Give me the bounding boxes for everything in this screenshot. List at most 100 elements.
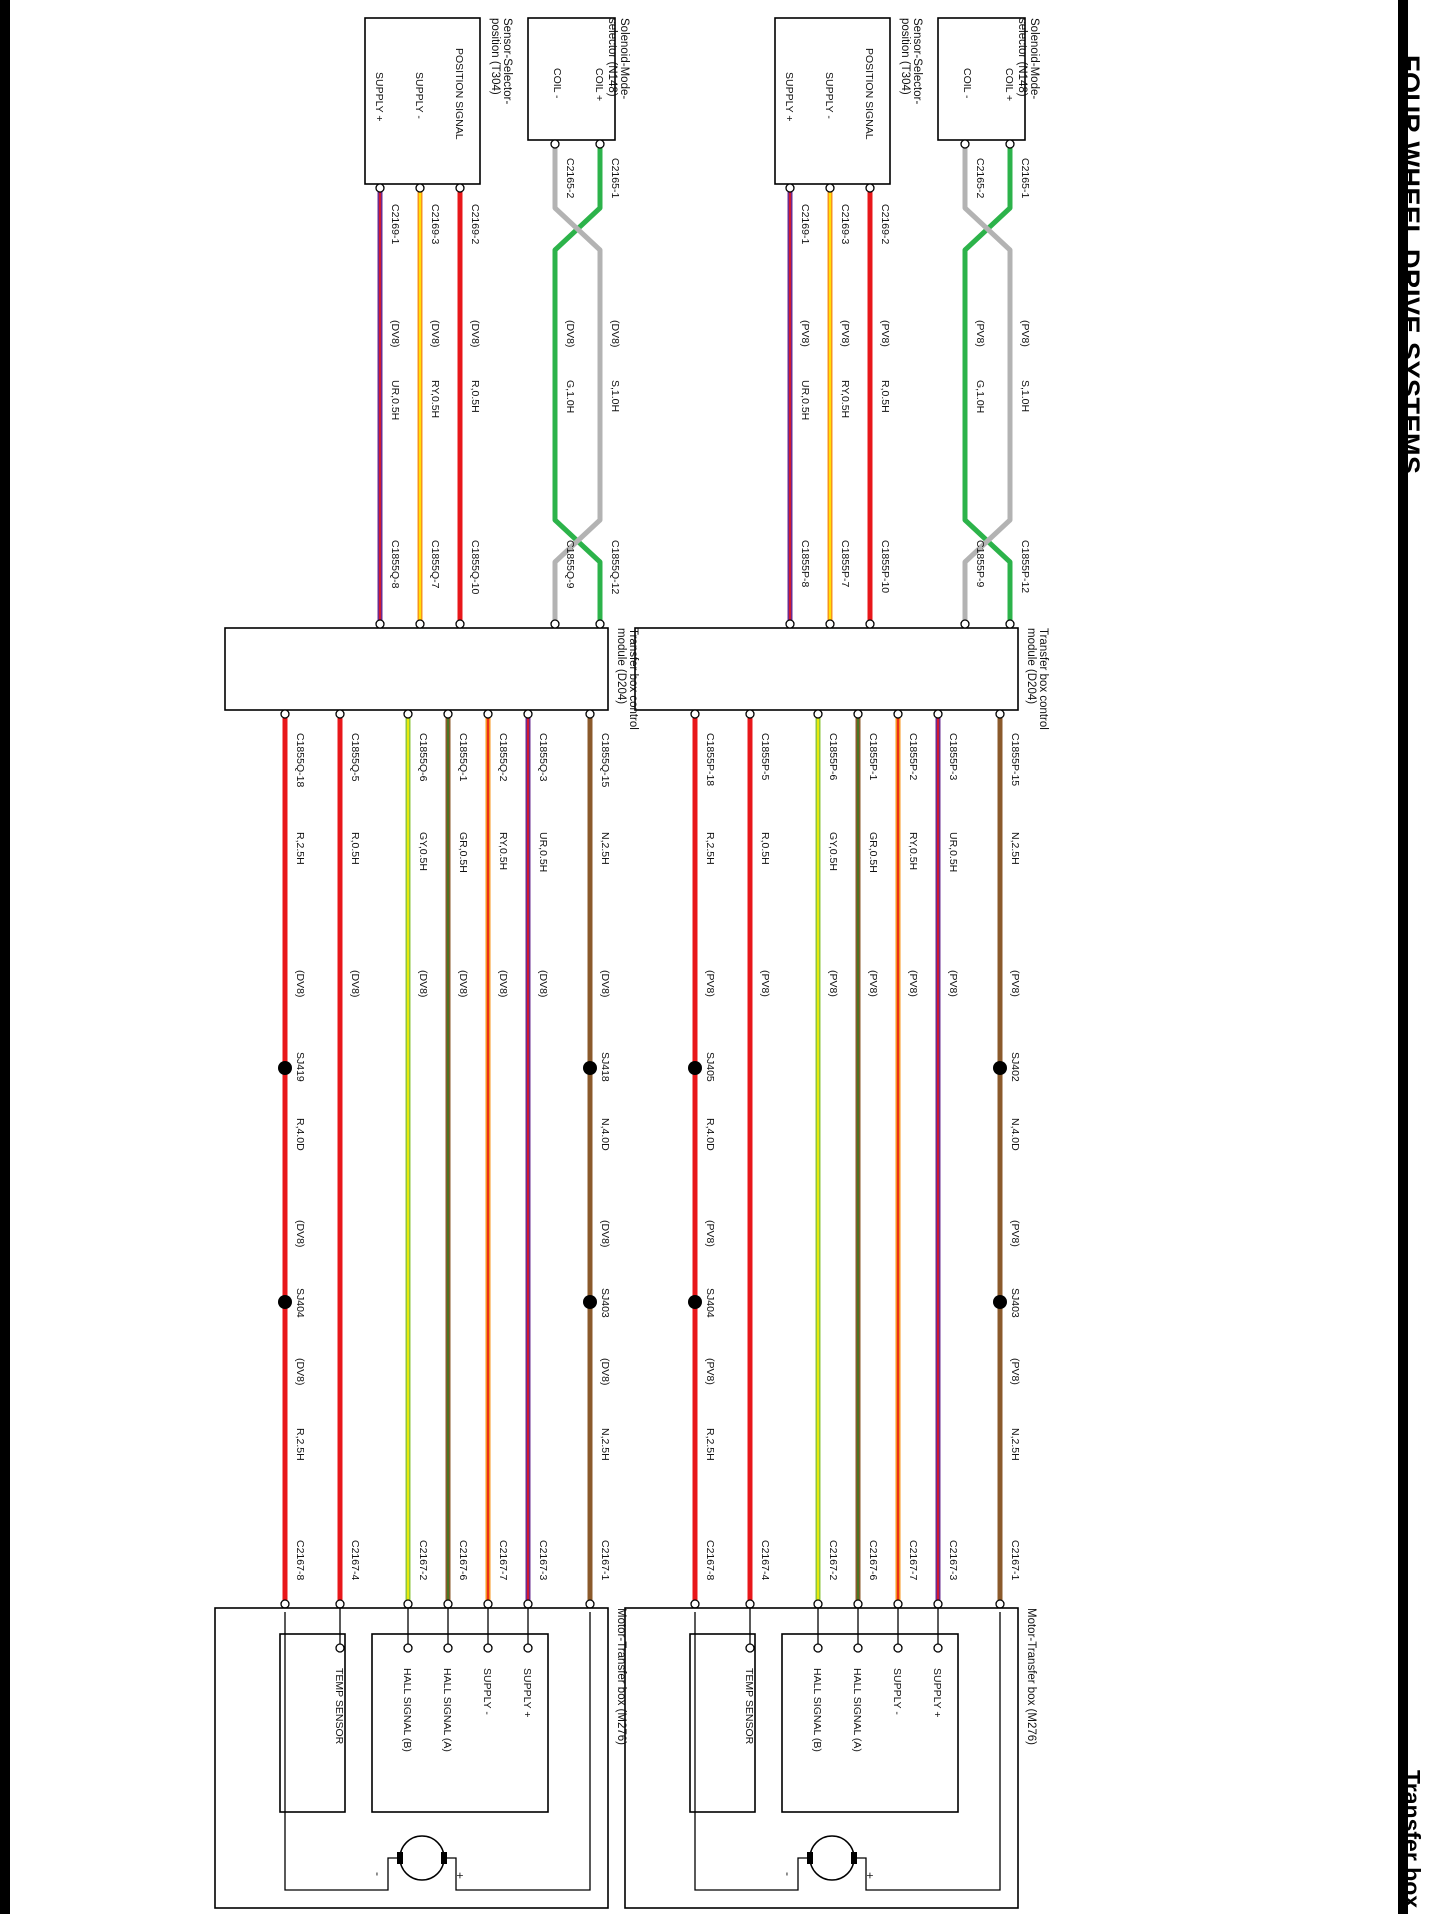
wire-code-label: GY,0.5H [417, 832, 429, 871]
motor-pin-label: HALL SIGNAL (B) [401, 1668, 413, 1752]
connector-pin [813, 1643, 823, 1653]
wire-harness-label: (DV8) [609, 320, 621, 347]
solenoid-label-1: Solenoid-Mode- [1028, 18, 1040, 99]
motor-pin-label: SUPPLY - [891, 1668, 903, 1715]
module-label-2: module (D204) [1025, 628, 1037, 704]
connector-label-bottom: C1855P-10 [879, 540, 891, 593]
connector-pin [483, 1599, 493, 1609]
splice-joint [993, 1061, 1007, 1075]
splice-label: SJ418 [599, 1052, 611, 1082]
wire-code-label: R,4.0D [704, 1118, 716, 1151]
solenoid-label-2: selector (N148) [606, 18, 618, 97]
connector-pin [595, 619, 605, 629]
wire-code-label: R,0.5H [759, 832, 771, 865]
temp-sensor-box [279, 1633, 346, 1813]
motor-label: Motor-Transfer box (M276) [615, 1608, 627, 1745]
connector-pin [483, 709, 493, 719]
connector-label-bottom: C2167-6 [457, 1540, 469, 1580]
wire-harness-label: (PV8) [1009, 1358, 1021, 1385]
wire-harness-label: (DV8) [564, 320, 576, 347]
splice-joint [583, 1061, 597, 1075]
wire-harness-label: (DV8) [294, 970, 306, 997]
wire-harness-label: (DV8) [429, 320, 441, 347]
module-label-1: Transfer box control [1037, 628, 1049, 730]
connector-label-top: C1855Q-3 [537, 733, 549, 782]
wire-code-label: RY,0.5H [839, 380, 851, 418]
connector-label-bottom: C1855P-8 [799, 540, 811, 587]
connector-label-top: C1855Q-15 [599, 733, 611, 787]
connector-pin [523, 1599, 533, 1609]
connector-label-top: C2165-2 [564, 158, 576, 198]
motor-lead-negative [284, 1612, 400, 1891]
connector-label-top: C2169-2 [879, 204, 891, 244]
temp-sensor-box [689, 1633, 756, 1813]
motor-pin-label: HALL SIGNAL (B) [811, 1668, 823, 1752]
connector-pin [745, 1643, 755, 1653]
panel-dv8: Solenoid-Mode-selector (N148)COIL +COIL … [214, 17, 639, 1909]
connector-pin [443, 709, 453, 719]
wire-code-label: UR,0.5H [537, 832, 549, 872]
connector-pin [455, 183, 465, 193]
splice-label: SJ419 [294, 1052, 306, 1082]
connector-pin [933, 1643, 943, 1653]
wire-code-label: GY,0.5H [827, 832, 839, 871]
wire-green [552, 140, 603, 628]
wire-harness-label: (PV8) [974, 320, 986, 347]
module-label-2: module (D204) [615, 628, 627, 704]
connector-pin [960, 139, 970, 149]
motor-brush-icon [807, 1852, 813, 1864]
connector-label-top: C2165-1 [1019, 158, 1031, 198]
motor-brush-icon [441, 1852, 447, 1864]
wire-harness-label: (DV8) [417, 970, 429, 997]
wire-code-label: R,0.5H [469, 380, 481, 413]
solenoid-box [527, 17, 616, 141]
connector-label-top: C1855Q-5 [349, 733, 361, 782]
connector-label-top: C2169-3 [839, 204, 851, 244]
solenoid-pin-coil-minus: COIL - [961, 68, 973, 99]
connector-pin [483, 1643, 493, 1653]
connector-label-top: C2169-1 [799, 204, 811, 244]
connector-pin [403, 1643, 413, 1653]
control-module-box [634, 627, 1019, 711]
motor-pin-label: SUPPLY + [521, 1668, 533, 1718]
connector-pin [585, 709, 595, 719]
connector-pin [853, 709, 863, 719]
connector-pin [813, 709, 823, 719]
wire-code-label: R,2.5H [294, 832, 306, 865]
wire-harness-label: (PV8) [704, 970, 716, 997]
motor-symbol-icon [809, 1835, 855, 1881]
connector-label-top: C1855P-5 [759, 733, 771, 780]
connector-label-bottom: C2167-1 [599, 1540, 611, 1580]
wire-code-label: RY,0.5H [497, 832, 509, 870]
wire-code-label: UR,0.5H [389, 380, 401, 420]
splice-label: SJ403 [1009, 1288, 1021, 1318]
wire-harness-label: (DV8) [389, 320, 401, 347]
connector-label-bottom: C2167-4 [349, 1540, 361, 1580]
sensor-pin-supply-minus: SUPPLY - [823, 72, 835, 119]
sensor-pin-position-signal: POSITION SIGNAL [453, 48, 465, 140]
connector-pin [335, 1599, 345, 1609]
connector-pin [995, 709, 1005, 719]
connector-pin [995, 1599, 1005, 1609]
connector-pin [1005, 619, 1015, 629]
connector-label-bottom: C2167-4 [759, 1540, 771, 1580]
wire-code-label: S,1.0H [1019, 380, 1031, 412]
connector-pin [785, 183, 795, 193]
splice-label: SJ405 [704, 1052, 716, 1082]
connector-label-bottom: C1855P-9 [974, 540, 986, 587]
splice-joint [278, 1295, 292, 1309]
connector-label-top: C1855Q-18 [294, 733, 306, 787]
wire-harness-label: (PV8) [1009, 970, 1021, 997]
temp-sensor-label: TEMP SENSOR [333, 1668, 345, 1745]
connector-label-bottom: C2167-1 [1009, 1540, 1021, 1580]
wire-harness-label: (DV8) [294, 1358, 306, 1385]
connector-label-bottom: C1855Q-12 [609, 540, 621, 594]
connector-label-top: C1855P-18 [704, 733, 716, 786]
wire-code-label: G,1.0H [564, 380, 576, 413]
wire-code-label: R,2.5H [294, 1428, 306, 1461]
wire-code-label: R,0.5H [879, 380, 891, 413]
wire-harness-label: (PV8) [839, 320, 851, 347]
connector-pin [403, 1599, 413, 1609]
solenoid-pin-coil-plus: COIL + [593, 68, 605, 101]
